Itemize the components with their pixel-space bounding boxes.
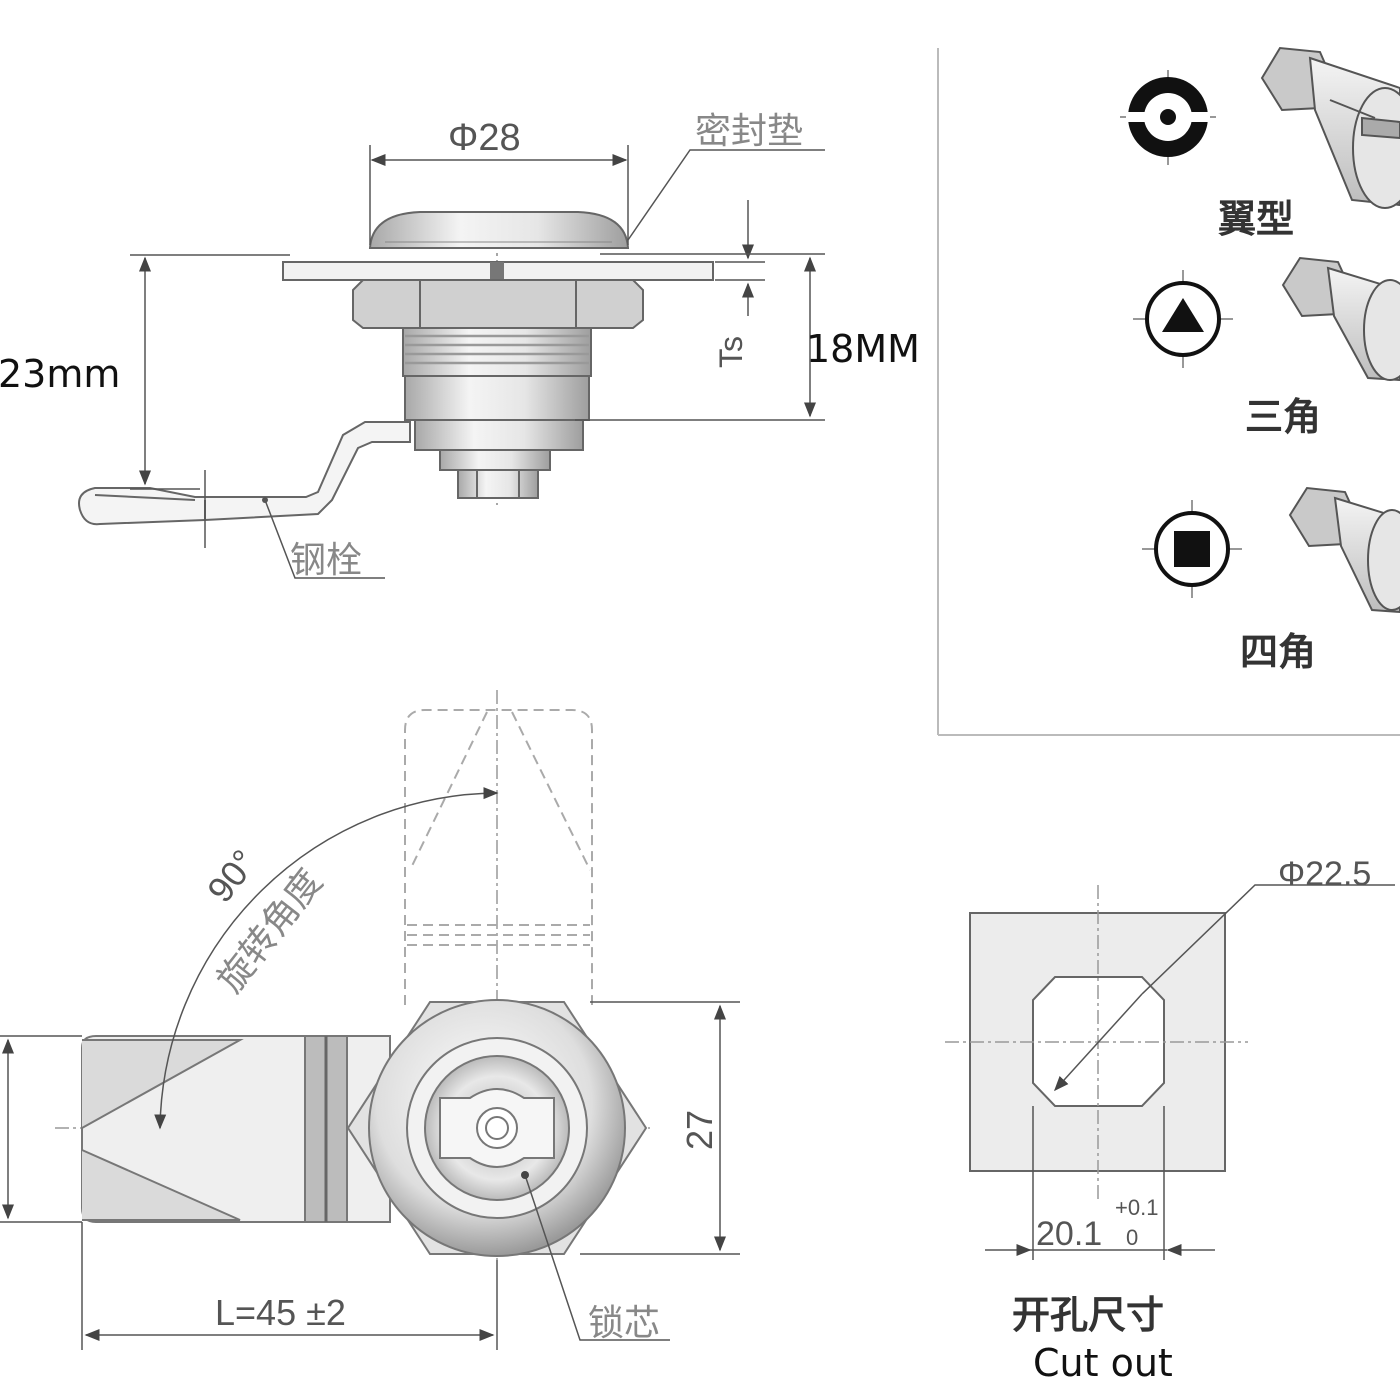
wing-key-icon [1120, 70, 1216, 165]
label-square-type: 四角 [1240, 630, 1316, 674]
front-view-dimensions [0, 787, 740, 1350]
key-types-panel: 翼型 三角 四角 [937, 46, 1400, 736]
label-cutout-en: Cut out [1033, 1341, 1173, 1385]
front-view [55, 690, 650, 1260]
wing-cylinder-render [1260, 46, 1400, 209]
dim-length: L=45 ±2 [215, 1292, 346, 1333]
side-view-dimensions [130, 145, 825, 579]
square-cylinder-render [1288, 486, 1400, 614]
label-lock-core: 锁芯 [588, 1303, 660, 1344]
leader-dot [262, 497, 268, 503]
label-steel-bolt: 钢栓 [290, 540, 362, 581]
dim-body-height: 18MM [806, 327, 920, 371]
dim-total-height: 23mm [0, 352, 120, 396]
dim-hex-size: 27 [679, 1110, 720, 1150]
label-cutout-cn: 开孔尺寸 [1012, 1293, 1164, 1337]
triangle-key-icon [1133, 270, 1233, 368]
square-key-icon [1142, 500, 1242, 598]
cutout-view [945, 885, 1248, 1200]
dim-cut-diameter: Φ22.5 [1278, 855, 1371, 893]
dim-diameter-top: Φ28 [448, 117, 521, 159]
side-view [78, 211, 714, 526]
label-wing-type: 翼型 [1218, 197, 1294, 241]
label-triangle-type: 三角 [1245, 395, 1321, 439]
label-angle: 90° [199, 842, 265, 910]
label-seal: 密封垫 [695, 111, 803, 152]
dim-cut-width: 20.1 [1036, 1215, 1102, 1253]
triangle-cylinder-render [1281, 256, 1400, 382]
cutout-dimensions [985, 884, 1395, 1260]
dim-ts: Ts [713, 336, 749, 368]
lock-core-dot [521, 1171, 529, 1179]
dim-tolerance-zero: 0 [1126, 1225, 1138, 1250]
dim-tolerance-plus: +0.1 [1115, 1195, 1158, 1220]
